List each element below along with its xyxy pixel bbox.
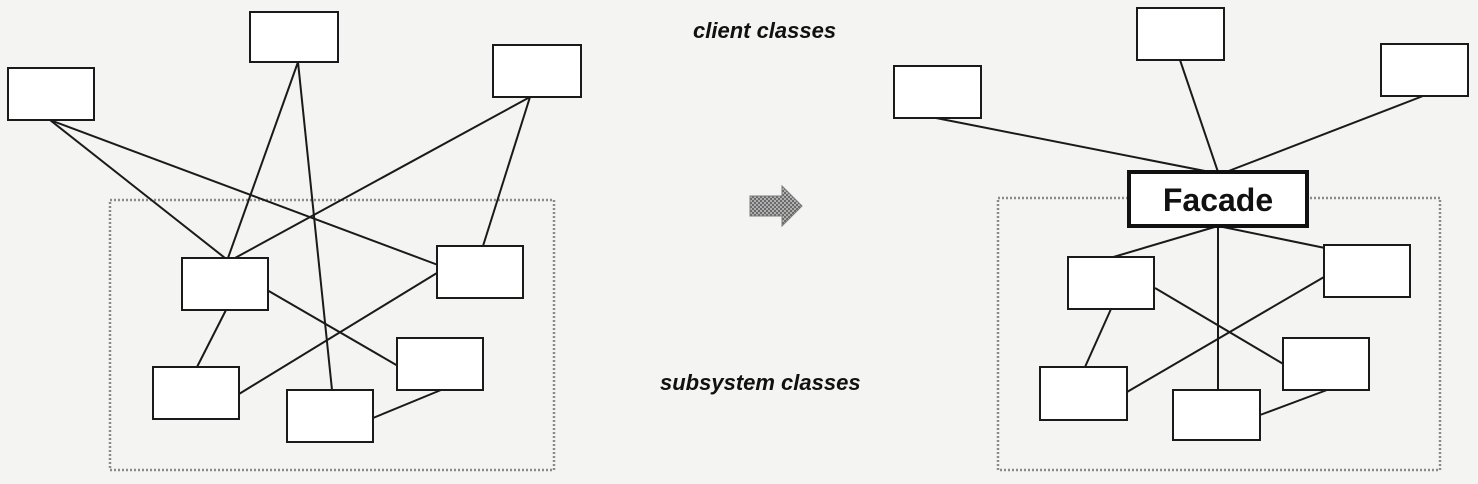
right-diagram: Facade bbox=[893, 7, 1469, 472]
left-subsystem-class-box bbox=[436, 245, 524, 299]
connection-line bbox=[1217, 225, 1326, 249]
connection-line bbox=[49, 119, 439, 266]
left-diagram bbox=[7, 11, 582, 472]
connection-line bbox=[1259, 389, 1328, 416]
connection-line bbox=[1126, 269, 1337, 393]
right-client-class-box bbox=[893, 65, 982, 119]
connection-line bbox=[196, 309, 227, 368]
connection-line bbox=[935, 117, 1211, 173]
subsystem-classes-label: subsystem classes bbox=[660, 370, 861, 395]
left-connections bbox=[49, 61, 531, 419]
facade-box bbox=[1127, 170, 1309, 228]
left-client-class-box bbox=[249, 11, 339, 63]
left-subsystem-boundary bbox=[108, 198, 556, 472]
connection-line bbox=[1109, 225, 1219, 259]
connection-line bbox=[372, 389, 442, 419]
connection-line bbox=[227, 61, 299, 259]
right-subsystem-class-box bbox=[1172, 389, 1261, 441]
connection-line bbox=[49, 119, 226, 259]
facade-label: Facade bbox=[1163, 182, 1273, 218]
right-arrow-icon bbox=[749, 184, 803, 228]
right-client-class-box bbox=[1380, 43, 1469, 97]
connection-line bbox=[266, 289, 399, 367]
right-connections bbox=[935, 59, 1424, 416]
connection-line bbox=[482, 96, 531, 247]
left-subsystem-class-box bbox=[286, 389, 374, 443]
left-subsystem-class-box bbox=[181, 257, 269, 311]
connection-line bbox=[1154, 287, 1286, 366]
left-subsystem-class-box bbox=[152, 366, 240, 420]
right-subsystem-class-box bbox=[1282, 337, 1370, 391]
connection-line bbox=[297, 61, 333, 391]
left-subsystem-class-box bbox=[396, 337, 484, 391]
connection-line bbox=[234, 96, 531, 259]
left-client-class-box bbox=[7, 67, 95, 121]
connection-line bbox=[1225, 95, 1424, 173]
connection-line bbox=[238, 264, 451, 395]
right-subsystem-class-box bbox=[1039, 366, 1128, 421]
right-subsystem-class-box bbox=[1067, 256, 1155, 310]
right-subsystem-class-box bbox=[1323, 244, 1411, 298]
right-client-class-box bbox=[1136, 7, 1225, 61]
connection-line bbox=[1179, 59, 1219, 173]
connection-line bbox=[1084, 308, 1112, 368]
client-classes-label: client classes bbox=[693, 18, 836, 43]
left-client-class-box bbox=[492, 44, 582, 98]
